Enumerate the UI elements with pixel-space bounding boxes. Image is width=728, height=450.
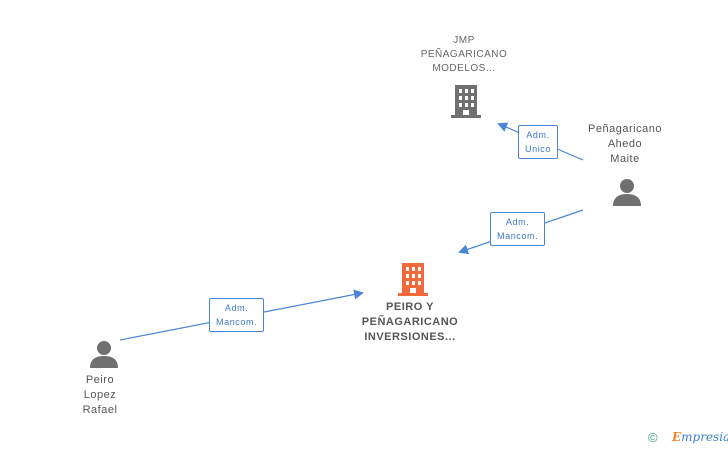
person-icon[interactable]: [612, 177, 642, 207]
building-icon[interactable]: [397, 261, 429, 297]
brand-logo-initial: E: [672, 430, 682, 444]
copyright-symbol: ©: [648, 430, 658, 445]
person-label-maite[interactable]: Peñagaricano Ahedo Maite: [588, 123, 662, 165]
building-icon[interactable]: [450, 83, 482, 119]
company-label-main[interactable]: PEIRO Y PEÑAGARICANO INVERSIONES...: [361, 301, 459, 343]
brand-logo-text: mpresia: [681, 430, 728, 444]
edge-label-rafael-to-main: Adm. Mancom.: [209, 298, 265, 332]
brand-logo[interactable]: Empresia: [672, 430, 728, 444]
person-icon[interactable]: [89, 339, 119, 369]
company-label-jmp[interactable]: JMP PEÑAGARICANO MODELOS...: [420, 35, 508, 74]
edge-label-maite-to-main: Adm. Mancom.: [490, 212, 546, 246]
edge-label-maite-to-jmp: Adm. Unico: [518, 125, 559, 159]
person-label-rafael[interactable]: Peiro Lopez Rafael: [82, 374, 118, 416]
